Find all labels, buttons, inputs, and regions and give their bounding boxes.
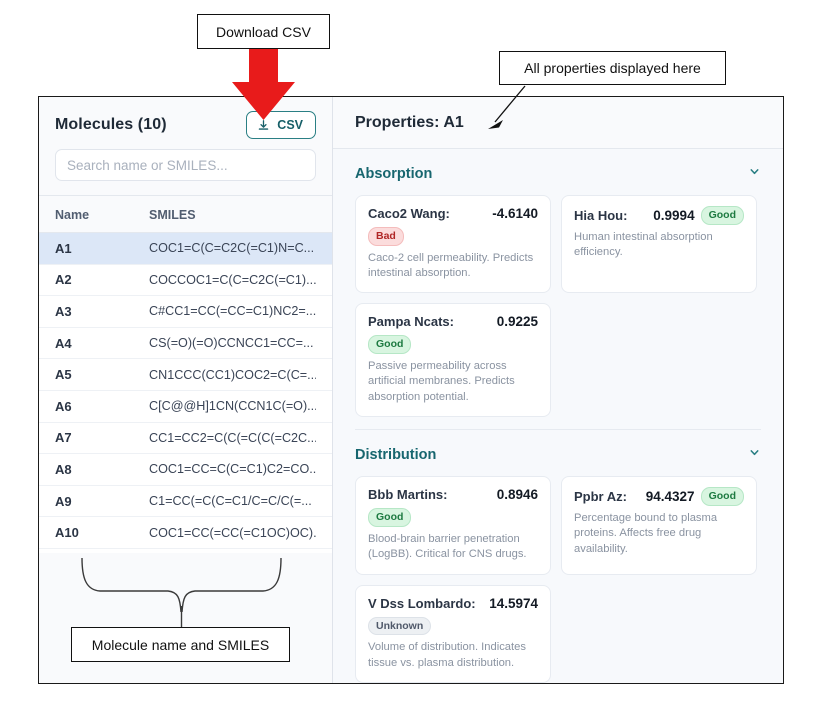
molecule-smiles-cell: COC1=CC(=CC(=C1OC)OC)...: [149, 525, 316, 540]
molecule-name-cell: A10: [55, 525, 79, 541]
properties-section-header[interactable]: Absorption: [355, 149, 761, 195]
property-description: Blood-brain barrier penetration (LogBB).…: [368, 532, 527, 561]
property-label: Bbb Martins:: [368, 487, 448, 503]
search-input[interactable]: [55, 149, 316, 181]
molecule-smiles-cell: COC1=CC=C(C=C1)C2=CO...: [149, 462, 316, 477]
status-badge: Good: [700, 206, 744, 225]
molecule-smiles-cell: C#CC1=CC(=CC=C1)NC2=...: [149, 304, 316, 319]
molecule-smiles-cell: C[C@@H]1CN(CCN1C(=O)...: [149, 399, 316, 414]
molecules-panel-header: Molecules (10) CSV: [39, 97, 332, 149]
search-row: [39, 149, 332, 181]
molecule-smiles-cell: CN1CCC(CC1)COC2=C(C=...: [149, 367, 316, 382]
molecules-panel: Molecules (10) CSV: [39, 97, 333, 683]
status-badge: Good: [700, 487, 744, 506]
molecule-name-cell: A4: [55, 335, 72, 351]
molecule-row[interactable]: A4 CS(=O)(=O)CCNCC1=CC=...: [39, 327, 332, 360]
app-window: Molecules (10) CSV: [38, 96, 784, 684]
molecule-name-cell: A2: [55, 272, 72, 288]
property-label: Ppbr Az:: [574, 489, 627, 505]
chevron-down-icon[interactable]: [748, 446, 761, 464]
annotation-all-properties: All properties displayed here: [499, 51, 726, 85]
property-description: Passive permeability across artificial m…: [368, 359, 515, 403]
property-label: Hia Hou:: [574, 207, 628, 223]
property-label: V Dss Lombardo:: [368, 595, 476, 611]
properties-section-header[interactable]: Distribution: [355, 429, 761, 476]
molecule-name-cell: A9: [55, 493, 72, 509]
molecule-smiles-cell: COC1=C(C=C2C(=C1)N=C...: [149, 241, 315, 256]
download-csv-label: CSV: [277, 118, 303, 132]
download-csv-button[interactable]: CSV: [246, 111, 316, 139]
property-value: 0.9994: [653, 207, 695, 223]
molecule-row[interactable]: A2 COCCOC1=C(C=C2C(=C1)...: [39, 264, 332, 297]
properties-title: Properties: A1: [355, 114, 464, 131]
properties-section-title: Distribution: [355, 447, 437, 464]
molecule-name-cell: A5: [55, 367, 72, 383]
status-badge: Bad: [368, 227, 404, 246]
chevron-down-icon[interactable]: [748, 165, 761, 183]
list-empty-space: [39, 553, 332, 683]
molecule-row[interactable]: A8 COC1=CC=C(C=C1)C2=CO...: [39, 454, 332, 486]
molecule-row[interactable]: A6 C[C@@H]1CN(CCN1C(=O)...: [39, 390, 332, 423]
molecule-row[interactable]: A7 CC1=CC2=C(C(=C(C(=C2C...: [39, 422, 332, 455]
property-description: Human intestinal absorption efficiency.: [574, 230, 713, 258]
molecule-row[interactable]: A10 COC1=CC(=CC(=C1OC)OC)...: [39, 517, 332, 549]
annotation-download-csv: Download CSV: [197, 14, 330, 49]
molecule-row[interactable]: A5 CN1CCC(CC1)COC2=C(C=...: [39, 359, 332, 391]
column-header-smiles: SMILES: [149, 208, 196, 222]
molecule-smiles-cell: COCCOC1=C(C=C2C(=C1)...: [149, 272, 316, 287]
molecules-title: Molecules (10): [55, 116, 167, 133]
status-badge: Unknown: [368, 616, 432, 636]
molecule-row[interactable]: A3 C#CC1=CC(=CC=C1)NC2=...: [39, 296, 332, 328]
molecule-name-cell: A3: [55, 303, 72, 319]
status-badge: Good: [368, 508, 412, 527]
property-description: Volume of distribution. Indicates tissue…: [368, 641, 526, 669]
molecules-list[interactable]: A1 COC1=C(C=C2C(=C1)N=C... A2 COCCOC1=C(C=C…: [39, 233, 332, 553]
property-value: 0.8946: [496, 487, 538, 503]
molecule-name-cell: A7: [55, 430, 72, 446]
properties-header: Properties: A1: [333, 97, 783, 149]
property-value: 14.5974: [489, 595, 538, 611]
property-description: Caco-2 cell permeability. Predicts intes…: [368, 251, 534, 279]
property-description: Percentage bound to plasma proteins. Aff…: [574, 511, 718, 555]
molecule-row[interactable]: A9 C1=CC(=C(C=C1/C=C/C(=...: [39, 485, 332, 518]
molecule-row[interactable]: A1 COC1=C(C=C2C(=C1)N=C...: [39, 233, 332, 265]
download-icon: [257, 119, 270, 132]
property-label: Caco2 Wang:: [368, 206, 450, 221]
molecule-name-cell: A8: [55, 461, 72, 477]
annotation-molecule-name-smiles: Molecule name and SMILES: [71, 627, 290, 662]
column-header-name: Name: [55, 208, 90, 222]
molecule-name-cell: A1: [55, 240, 72, 256]
molecules-table-header: Name SMILES: [39, 195, 332, 233]
property-value: 94.4327: [645, 489, 695, 505]
properties-section-title: Absorption: [355, 166, 433, 182]
molecule-smiles-cell: CC1=CC2=C(C(=C(C(=C2C...: [149, 430, 316, 445]
status-badge: Good: [368, 335, 412, 354]
molecule-smiles-cell: C1=CC(=C(C=C1/C=C/C(=...: [149, 494, 312, 509]
molecule-name-cell: A6: [55, 398, 72, 414]
property-value: -4.6140: [492, 206, 538, 221]
property-label: Pampa Ncats:: [368, 314, 454, 330]
molecule-smiles-cell: CS(=O)(=O)CCNCC1=CC=...: [149, 336, 314, 351]
property-value: 0.9225: [496, 314, 538, 330]
